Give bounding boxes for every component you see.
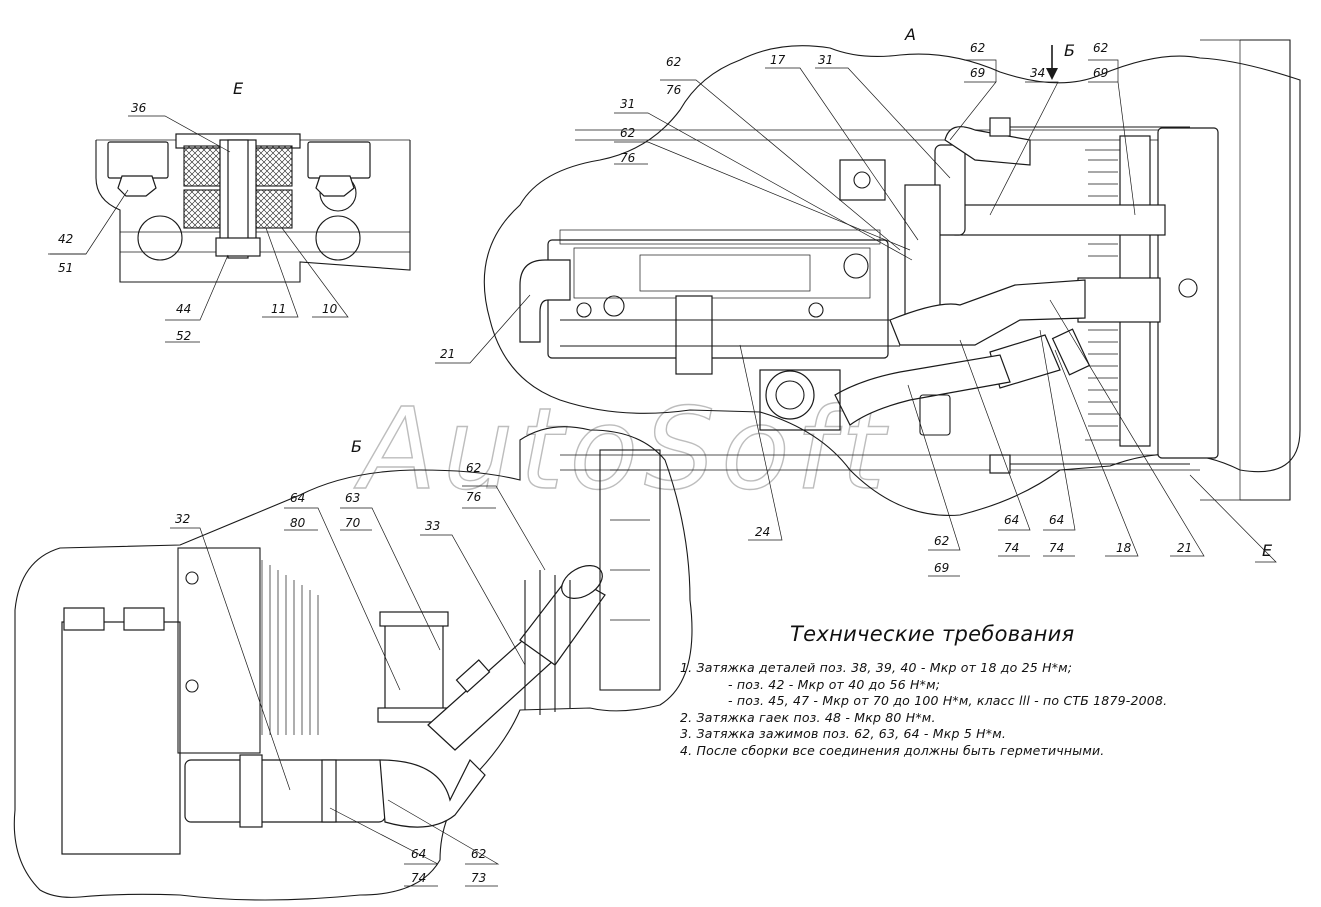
view-arrow-label-b: Б [1064, 41, 1075, 60]
callout-17: 17 [770, 53, 786, 67]
callout-63: 63 [345, 491, 360, 505]
callout-31-a: 31 [818, 53, 833, 67]
view-b [13, 426, 693, 901]
view-direction-arrow-b [1046, 45, 1058, 80]
callout-74-b: 74 [1049, 541, 1064, 555]
view-labels: Е А Б Б Е [233, 25, 1273, 560]
callout-74-a: 74 [1004, 541, 1019, 555]
view-label-e: Е [233, 79, 244, 98]
callout-31-b: 31 [620, 97, 635, 111]
callout-80: 80 [290, 516, 306, 530]
leader-lines [48, 59, 1277, 887]
callout-62-b: 62 [970, 41, 985, 55]
callout-64-a: 64 [1004, 513, 1019, 527]
callout-74-d: 74 [411, 871, 426, 885]
requirement-item: 1. Затяжка деталей поз. 38, 39, 40 - Мкр… [680, 660, 1073, 675]
requirements-title: Технические требования [790, 622, 1075, 646]
callout-10: 10 [322, 302, 338, 316]
callout-62-a: 62 [666, 55, 681, 69]
callout-64-b: 64 [1049, 513, 1064, 527]
requirement-item: 2. Затяжка гаек поз. 48 - Мкр 80 Н*м. [680, 709, 936, 725]
requirement-item: - поз. 45, 47 - Мкр от 70 до 100 Н*м, кл… [728, 693, 1168, 708]
callout-64-c: 64 [290, 491, 305, 505]
callout-36: 36 [131, 101, 147, 115]
callout-76-a: 76 [666, 83, 682, 97]
requirement-item: - поз. 42 - Мкр от 40 до 56 Н*м; [728, 676, 941, 692]
callout-18: 18 [1116, 541, 1132, 555]
callout-73: 73 [471, 871, 486, 885]
requirement-item: 4. После сборки все соединения должны бы… [680, 742, 1105, 758]
callout-69-e: 69 [934, 561, 949, 575]
fan-blades-b [261, 560, 319, 735]
callout-62-c: 62 [1093, 41, 1108, 55]
callout-62-e: 62 [934, 534, 949, 548]
callout-64-d: 64 [411, 847, 426, 861]
callout-21-b: 21 [1177, 541, 1192, 555]
callout-76-d: 76 [620, 151, 636, 165]
callout-32: 32 [175, 512, 190, 526]
callout-34: 34 [1030, 66, 1045, 80]
callout-21-a: 21 [440, 347, 455, 361]
detail-view-e [95, 133, 411, 283]
callout-52: 52 [176, 329, 191, 343]
callout-labels: 36 42 51 44 52 11 10 62 76 17 31 62 69 3… [58, 41, 1192, 885]
callout-69-b: 69 [970, 66, 985, 80]
callout-33: 33 [425, 519, 440, 533]
requirement-item: 3. Затяжка зажимов поз. 62, 63, 64 - Мкр… [680, 726, 1007, 741]
callout-51: 51 [58, 261, 73, 275]
view-label-a: А [904, 25, 916, 44]
view-label-b: Б [351, 437, 362, 456]
technical-requirements: Технические требования 1. Затяжка детале… [680, 622, 1310, 759]
callout-69-c: 69 [1093, 66, 1108, 80]
callout-44: 44 [176, 302, 191, 316]
callout-11: 11 [271, 302, 286, 316]
callout-62-f: 62 [466, 461, 481, 475]
callout-76-f: 76 [466, 490, 482, 504]
view-pointer-label-e: Е [1262, 541, 1273, 560]
callout-70: 70 [345, 516, 361, 530]
callout-62-g: 62 [471, 847, 486, 861]
top-view-a [483, 39, 1301, 517]
callout-24: 24 [755, 525, 770, 539]
callout-62-d: 62 [620, 126, 635, 140]
callout-42: 42 [58, 232, 73, 246]
